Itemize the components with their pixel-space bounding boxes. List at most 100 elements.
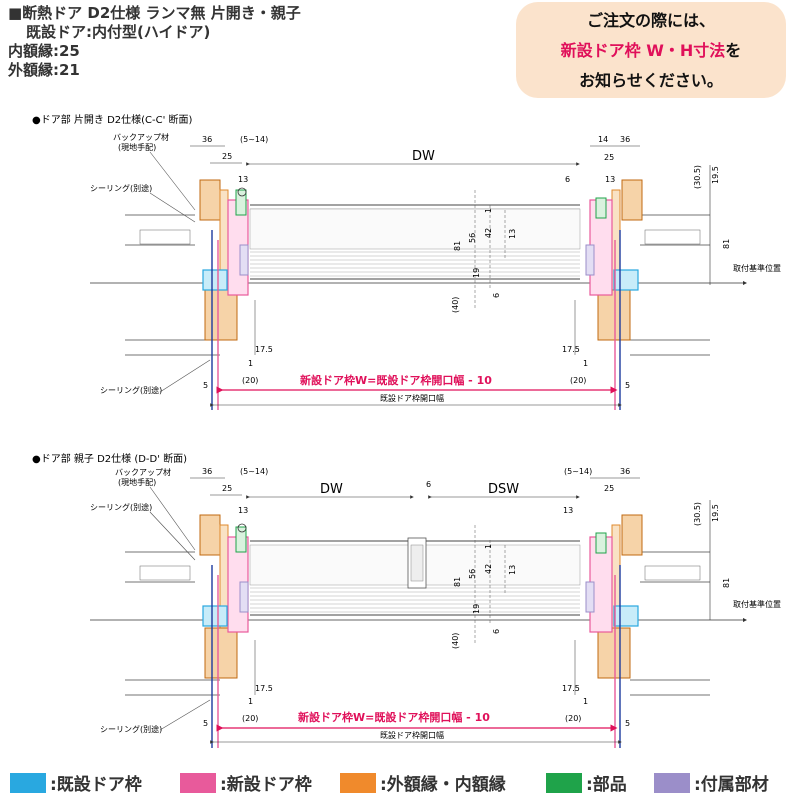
header: ■断熱ドア D2仕様 ランマ無 片開き・親子 既設ドア:内付型(ハイドア) 内額… [8, 4, 301, 80]
s1-dim-56: 56 [468, 233, 477, 243]
order-notice: ご注文の際には、 新設ドア枠 W・H寸法を お知らせください。 [516, 2, 786, 98]
section2-drawing: ●ドア部 親子 D2仕様 (D-D' 断面) バックアップ材 (現地手配) シー… [32, 452, 781, 748]
legend-item-parts: :部品 [546, 770, 627, 795]
s2-dim-81: 81 [453, 577, 462, 587]
s2-dim-25l: 25 [222, 484, 232, 493]
accessory-swatch [654, 772, 690, 793]
s1-dim-305: (30.5) [693, 165, 702, 189]
s1-dim-1r: 1 [583, 359, 588, 368]
s2-dim-13r: 13 [563, 506, 573, 515]
s2-dim-20r: (20) [565, 714, 581, 723]
legend-item-new: :新設ドア枠 [180, 770, 312, 795]
s1-dim-36l: 36 [202, 135, 212, 144]
section2-sealing-bottom: シーリング(別途) [100, 724, 162, 734]
notice-line1: ご注文の際には、 [586, 11, 715, 30]
section1-backup-note: (現地手配) [118, 142, 156, 152]
s1-dim-25l: 25 [222, 152, 232, 161]
s2-formula: 新設ドア枠W=既設ドア枠開口幅 - 10 [298, 710, 490, 724]
legend-label-new: :新設ドア枠 [220, 775, 312, 795]
legend-label-existing: :既設ドア枠 [50, 775, 142, 795]
s1-dim-1l: 1 [248, 359, 253, 368]
s1-dim-36r: 36 [620, 135, 630, 144]
s2-dim-13l: 13 [238, 506, 248, 515]
s1-dim-14: 14 [598, 135, 608, 144]
notice-highlight: 新設ドア枠 W・H寸法 [560, 41, 726, 60]
section1-title: ●ドア部 片開き D2仕様(C-C' 断面) [32, 113, 193, 126]
s2-dim-1: 1 [484, 544, 493, 549]
parts-swatch [546, 772, 582, 793]
s2-dim-36r: 36 [620, 467, 630, 476]
s1-dim-dw: DW [412, 149, 435, 164]
section1-sealing-label: シーリング(別途) [90, 183, 152, 193]
s2-dim-42: 42 [484, 564, 493, 574]
s2-dim-dsw: DSW [488, 482, 519, 497]
s2-dim-5l: 5 [203, 719, 208, 728]
section1-backup-label: バックアップ材 [113, 132, 169, 142]
s2-dim-514r: (5~14) [564, 467, 592, 476]
section2-title: ●ドア部 親子 D2仕様 (D-D' 断面) [32, 452, 187, 465]
s1-dim-6c: 6 [492, 293, 501, 298]
color-legend: :既設ドア枠 :新設ドア枠 :外額縁・内額縁 :部品 :付属部材 [0, 762, 800, 800]
s1-dim-175l: 17.5 [255, 345, 273, 354]
s1-dim-20r: (20) [570, 376, 586, 385]
s1-dim-5r: 5 [625, 381, 630, 390]
s1-dim-1: 1 [484, 208, 493, 213]
header-line2: 既設ドア:内付型(ハイドア) [26, 23, 211, 41]
s1-dim-81: 81 [453, 241, 462, 251]
s2-dim-56: 56 [468, 569, 477, 579]
section2-sealing-label: シーリング(別途) [90, 502, 152, 512]
casing-swatch [340, 772, 376, 793]
s2-opening: 既設ドア枠開口幅 [380, 730, 444, 740]
notice-line3: お知らせください。 [579, 71, 723, 90]
s1-dim-40: (40) [451, 297, 460, 313]
s2-dim-5r: 5 [625, 719, 630, 728]
s1-dim-13c: 13 [508, 229, 517, 239]
s2-dim-6c: 6 [492, 629, 501, 634]
legend-item-existing: :既設ドア枠 [10, 770, 142, 795]
legend-item-accessory: :付属部材 [654, 770, 769, 795]
s1-dim-19: 19 [472, 268, 481, 278]
s1-dim-175r: 17.5 [562, 345, 580, 354]
s1-dim-514l: (5~14) [240, 135, 268, 144]
header-line3: 内額縁:25 [8, 42, 80, 60]
header-line4: 外額縁:21 [8, 61, 80, 79]
s2-dim-175r: 17.5 [562, 684, 580, 693]
s1-dim-195: 19.5 [711, 166, 720, 184]
section-drawings: ●ドア部 片開き D2仕様(C-C' 断面) バックアップ材 (現地手配) シー… [32, 113, 781, 748]
legend-label-accessory: :付属部材 [694, 775, 769, 795]
legend-item-casing: :外額縁・内額縁 [340, 770, 506, 795]
s2-ref-label: 取付基準位置 [733, 599, 781, 609]
s2-dim-195: 19.5 [711, 504, 720, 522]
s2-dim-6: 6 [426, 480, 431, 489]
s2-dim-36l: 36 [202, 467, 212, 476]
existing-frame-swatch [10, 772, 46, 793]
s1-dim-13l: 13 [238, 175, 248, 184]
s2-dim-175l: 17.5 [255, 684, 273, 693]
s1-opening: 既設ドア枠開口幅 [380, 393, 444, 403]
s1-dim-5l: 5 [203, 381, 208, 390]
s2-dim-dw: DW [320, 482, 343, 497]
s1-dim-25r: 25 [604, 153, 614, 162]
section1-drawing: ●ドア部 片開き D2仕様(C-C' 断面) バックアップ材 (現地手配) シー… [32, 113, 781, 410]
section2-backup-label: バックアップ材 [115, 467, 171, 477]
s2-dim-1l: 1 [248, 697, 253, 706]
s1-dim-13r: 13 [605, 175, 615, 184]
s1-dim-81r: 81 [722, 239, 731, 249]
s2-dim-40: (40) [451, 633, 460, 649]
new-frame-swatch [180, 772, 216, 793]
s2-dim-305: (30.5) [693, 502, 702, 526]
s1-dim-42: 42 [484, 228, 493, 238]
s2-dim-1r: 1 [583, 697, 588, 706]
section2-backup-note: (現地手配) [118, 477, 156, 487]
header-title: ■断熱ドア D2仕様 ランマ無 片開き・親子 [8, 4, 301, 22]
s2-dim-13c: 13 [508, 565, 517, 575]
s1-dim-6: 6 [565, 175, 570, 184]
legend-label-parts: :部品 [586, 775, 627, 795]
notice-suffix: を [725, 41, 742, 60]
s2-dim-20l: (20) [242, 714, 258, 723]
s2-dim-19: 19 [472, 604, 481, 614]
legend-label-casing: :外額縁・内額縁 [380, 775, 506, 795]
s2-dim-81r: 81 [722, 578, 731, 588]
s2-dim-25r: 25 [604, 484, 614, 493]
s2-dim-514l: (5~14) [240, 467, 268, 476]
